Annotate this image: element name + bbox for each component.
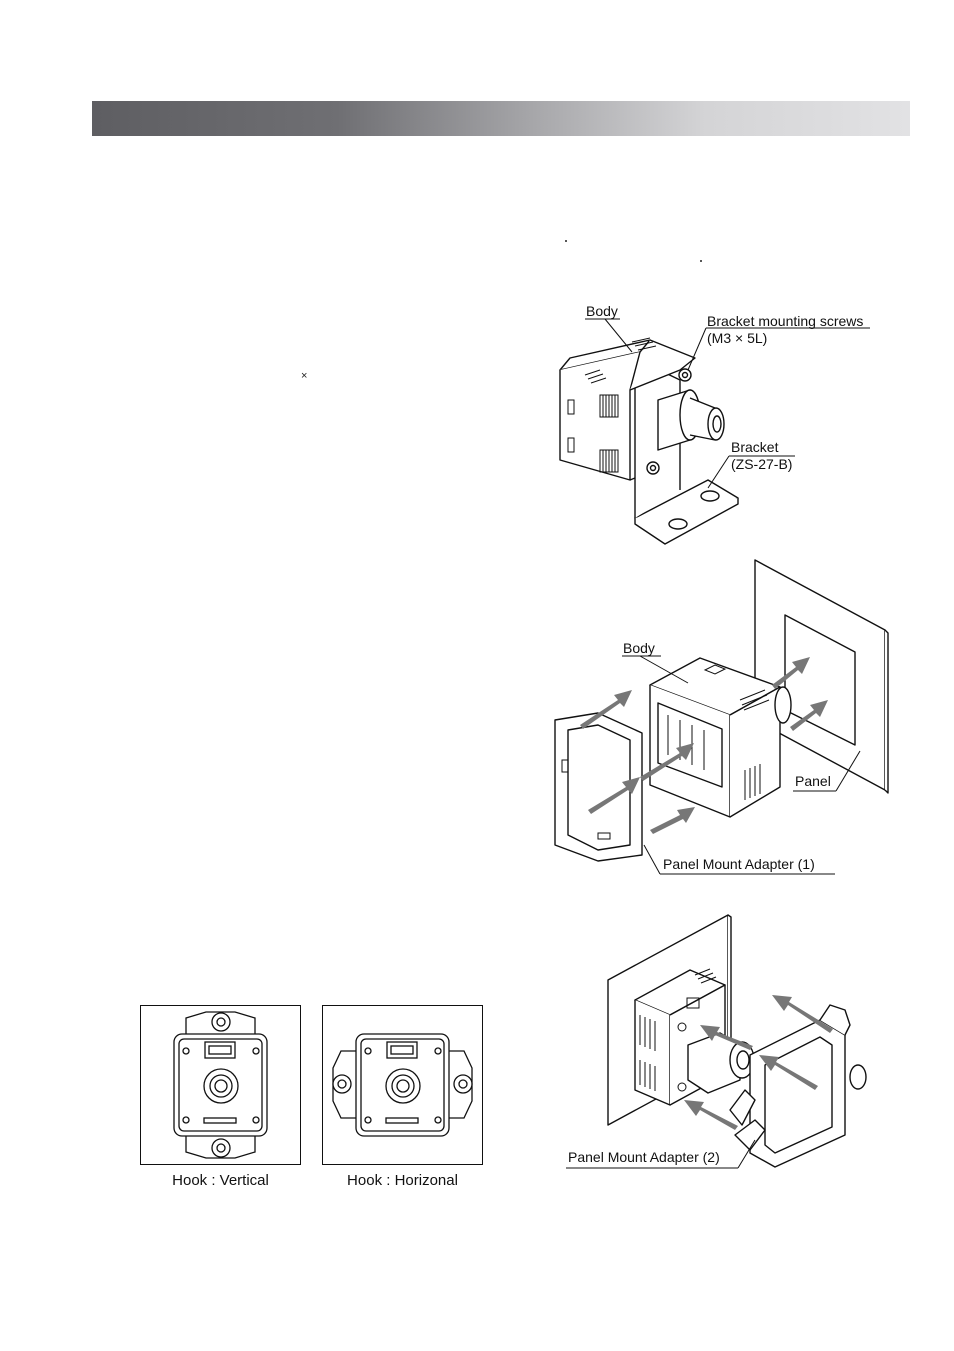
hook-horizontal-drawing [332, 1033, 473, 1137]
hook-vertical-figure [140, 1005, 301, 1165]
times-symbol: × [301, 370, 308, 382]
stray-dot [700, 260, 702, 262]
bracket-figure-body-label: Body [586, 303, 618, 319]
stray-dot [565, 240, 567, 242]
adapter1-panel-label: Panel [795, 773, 831, 789]
adapter2-label: Panel Mount Adapter (2) [568, 1149, 720, 1165]
bracket-mounting-illustration [559, 318, 870, 545]
adapter1-body-label: Body [623, 640, 655, 656]
hook-vertical-caption: Hook : Vertical [172, 1172, 269, 1189]
bracket-screws-spec: (M3 × 5L) [707, 330, 768, 346]
bracket-part-number: (ZS-27-B) [731, 456, 793, 472]
hook-horizontal-caption: Hook : Horizonal [347, 1172, 458, 1189]
adapter1-label: Panel Mount Adapter (1) [663, 856, 815, 872]
bracket-screws-label: Bracket mounting screws [707, 313, 864, 329]
section-header-bar [92, 101, 910, 136]
hook-horizontal-figure [322, 1005, 483, 1165]
bracket-label: Bracket [731, 439, 779, 455]
panel-mount-adapter-1-illustration [554, 559, 889, 875]
hook-vertical-drawing [173, 1011, 268, 1159]
panel-mount-adapter-2-illustration [566, 914, 867, 1169]
